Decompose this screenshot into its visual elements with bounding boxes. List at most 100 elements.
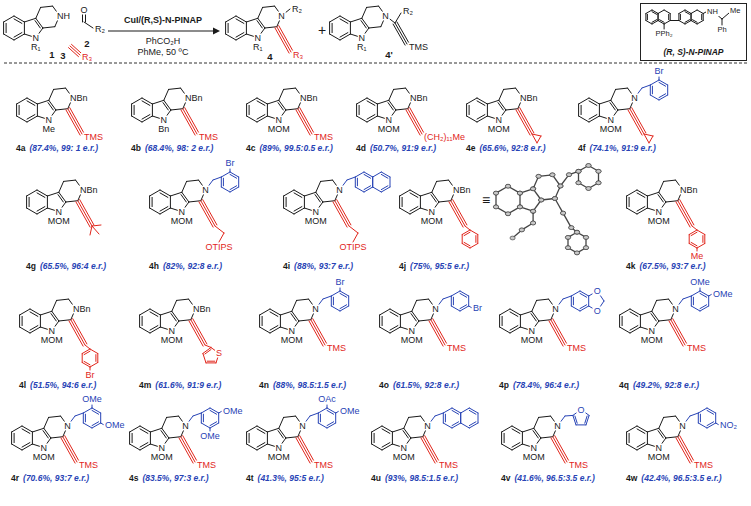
atom-label: MOM	[420, 217, 444, 226]
crystal-atom	[550, 173, 555, 177]
compound-number: 4s	[128, 474, 139, 483]
crystal-atom	[531, 209, 536, 213]
crystal-atom	[561, 211, 566, 215]
atom-label: MOM	[32, 453, 56, 462]
atom-label: NH	[56, 11, 71, 20]
yield-er: (51.5%, 94:6 e.r.)	[29, 381, 97, 390]
crystal-atom	[531, 221, 536, 225]
crystal-atom	[586, 164, 591, 168]
crystal-atom	[586, 164, 591, 168]
crystal-atom	[552, 197, 557, 201]
crystal-bond	[563, 213, 571, 228]
atom-label: N	[607, 115, 616, 124]
atom-label: N	[428, 207, 437, 216]
atom-label: N	[277, 11, 286, 20]
compound-number: 4w	[625, 474, 638, 483]
crystal-atom	[576, 169, 581, 173]
atom-label: Br	[335, 278, 346, 287]
atom-label: MOM	[267, 125, 291, 134]
crystal-atom	[566, 173, 571, 177]
yield-er: (93%, 98.5:1.5 e.r.)	[384, 474, 459, 483]
atom-label: TMS	[83, 133, 104, 142]
atom-label: R₂	[291, 5, 303, 14]
crystal-atom	[558, 184, 563, 188]
atom-label: N	[181, 421, 190, 430]
yield-er: (89%, 99.5:0.5 e.r.)	[258, 144, 333, 153]
atom-label: NBn	[299, 93, 319, 102]
crystal-atom	[574, 230, 579, 234]
atom-label: N	[648, 326, 657, 335]
crystal-atom	[517, 205, 522, 209]
condition-text: PhMe, 50 ºC	[137, 48, 190, 57]
atom-label: N	[335, 185, 344, 194]
atom-label: R₃	[81, 53, 93, 62]
crystal-atom	[539, 198, 544, 202]
atom-label: R₂	[402, 7, 414, 16]
crystal-atom	[510, 236, 515, 240]
crystal-atom	[536, 174, 541, 178]
atom-label: TMS	[198, 133, 219, 142]
crystal-atom	[558, 184, 563, 188]
atom-label: OAc	[317, 395, 337, 404]
crystal-atom	[576, 169, 581, 173]
atom-label: N	[254, 33, 263, 42]
crystal-atom	[586, 187, 591, 191]
atom-label: N	[408, 326, 417, 335]
crystal-atom	[531, 187, 536, 191]
crystal-atom	[566, 173, 571, 177]
atom-label: NBn	[184, 93, 204, 102]
compound-number: 4u	[370, 474, 382, 483]
atom-label: N	[678, 421, 687, 430]
crystal-atom	[596, 181, 601, 185]
atom-label: OMe	[199, 432, 221, 441]
atom-label: R₂	[94, 25, 106, 34]
yield-er: (87.4%, 99: 1 e.r.)	[28, 144, 99, 153]
crystal-atom	[558, 184, 563, 188]
atom-label: Bn	[157, 125, 170, 134]
atom-label: TMS	[693, 461, 714, 470]
crystal-atom	[561, 211, 566, 215]
yield-er: (61.5%, 92:8 e.r.)	[392, 381, 460, 390]
yield-er: (78.4%, 96:4 e.r.)	[512, 381, 580, 390]
yield-er: (65.5%, 96:4 e.r.)	[39, 262, 107, 271]
atom-label: MOM	[647, 217, 671, 226]
crystal-atom	[536, 174, 541, 178]
crystal-atom	[596, 169, 601, 173]
atom-label: O	[593, 287, 602, 296]
yield-er: (83.5%, 97:3 e.r.)	[141, 474, 209, 483]
crystal-atom	[583, 246, 588, 250]
atom-label: MOM	[400, 336, 424, 345]
compound-number: 4g	[25, 262, 37, 271]
bond-lines	[68, 77, 719, 431]
atom-label: S	[215, 349, 223, 358]
atom-label: OMe	[222, 407, 244, 416]
crystal-atom	[565, 236, 570, 240]
bond-lines	[61, 26, 705, 464]
crystal-atom	[574, 251, 579, 255]
atom-label: N	[160, 115, 169, 124]
crystal-atom	[552, 197, 557, 201]
atom-label: N	[655, 207, 664, 216]
atom-label: N	[40, 443, 49, 452]
crystal-atom	[569, 226, 574, 230]
crystal-atom	[517, 191, 522, 195]
atom-label: TMS	[566, 344, 587, 353]
crystal-atom	[565, 246, 570, 250]
atom-label: Br	[85, 371, 96, 380]
compound-number: 4r	[10, 474, 20, 483]
crystal-atom	[493, 191, 498, 195]
atom-label: N	[63, 421, 72, 430]
atom-label: MOM	[599, 125, 623, 134]
yield-er: (68.4%, 98: 2 e.r.)	[144, 144, 215, 153]
compound-number: 4t	[245, 474, 255, 483]
atom-label: N	[553, 421, 562, 430]
atom-label: NBn	[519, 93, 539, 102]
atom-label: TMS	[313, 461, 334, 470]
atom-label: N	[385, 115, 394, 124]
crystal-atom	[493, 205, 498, 209]
crystal-atom	[596, 181, 601, 185]
crystal-atom	[531, 209, 536, 213]
compound-number: 3	[59, 51, 66, 61]
atom-label: N	[201, 185, 210, 194]
atom-label: MOM	[280, 336, 304, 345]
